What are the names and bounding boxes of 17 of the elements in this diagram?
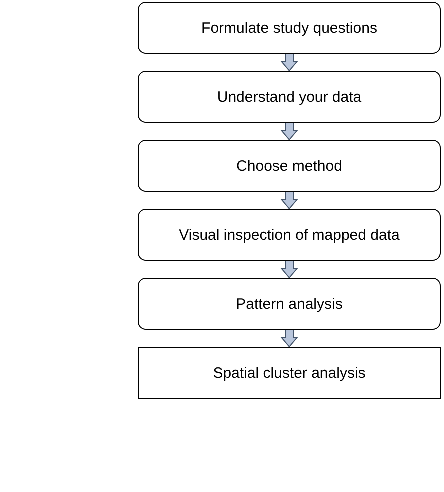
down-arrow [280,54,299,72]
down-arrow [280,330,299,348]
process-box [138,347,441,399]
process-box [138,2,441,54]
process-box [138,140,441,192]
step-label: Spatial cluster analysis [213,364,366,382]
step-label: Pattern analysis [236,296,343,312]
step-label: Formulate study questions [202,20,378,36]
process-box [138,278,441,330]
step-label: Visual inspection of mapped data [179,226,400,244]
down-arrow [280,260,299,279]
step-label: Choose method [236,158,342,174]
process-box [138,71,441,123]
down-arrow [280,192,299,210]
down-arrow [280,122,299,141]
process-box [138,209,441,261]
step-label: Understand your data [217,88,362,106]
